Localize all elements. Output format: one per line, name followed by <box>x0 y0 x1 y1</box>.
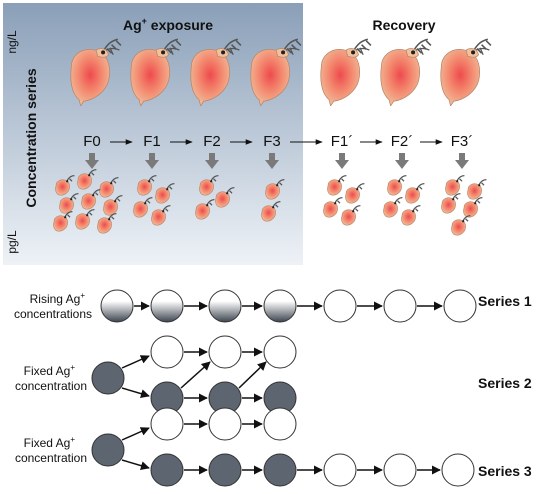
series3-arrow <box>121 427 150 441</box>
offspring-arrow <box>335 153 349 169</box>
series3-row-label-line2: concentration <box>15 451 87 465</box>
y-bottom-unit: pg/L <box>5 230 19 254</box>
series1-node-F1 <box>150 289 184 323</box>
series3-node-F1-top <box>150 407 184 441</box>
offspring-arrows <box>85 153 469 169</box>
series3-nodes <box>91 407 475 487</box>
series2-arrow <box>121 387 150 399</box>
series3-node-F1r <box>323 453 357 487</box>
offspring-daphnia <box>444 174 466 196</box>
offspring-daphnia <box>344 182 366 204</box>
generation-label: F0 <box>83 133 101 150</box>
series3-row-label-line1: Fixed Ag+ <box>24 435 76 450</box>
series2-node-F0 <box>91 361 125 395</box>
series1-label: Series 1 <box>478 293 532 309</box>
offspring-daphnia <box>322 196 344 218</box>
offspring-daphnia <box>326 174 348 196</box>
series1-nodes <box>100 289 477 323</box>
series2-node-F2-top <box>208 335 242 369</box>
offspring-daphnia <box>466 178 488 200</box>
series1-node-F2 <box>208 289 242 323</box>
adult-daphnia <box>379 38 432 106</box>
series3-node-F3r <box>441 453 475 487</box>
offspring-daphnia <box>450 214 472 236</box>
offspring-daphnia <box>386 174 408 196</box>
series2-row-label-line1: Fixed Ag+ <box>24 363 76 378</box>
exposure-title: Ag+ exposure <box>123 16 213 33</box>
series3-node-F0 <box>91 433 125 467</box>
adult-daphnia <box>319 38 372 106</box>
offspring-daphnia <box>404 182 426 204</box>
offspring-arrow <box>145 153 159 169</box>
series1-node-F1r <box>323 289 357 323</box>
series2-arrow <box>180 361 211 389</box>
series2-arrow <box>238 361 267 389</box>
y-top-unit: ng/L <box>5 30 19 54</box>
offspring-arrow <box>265 153 279 169</box>
series2-node-F3-top <box>263 335 297 369</box>
series3-node-F2r <box>383 453 417 487</box>
generation-label: F2 <box>203 133 221 150</box>
offspring-daphnia <box>382 196 404 218</box>
offspring-daphnia <box>440 192 462 214</box>
offspring-arrow <box>85 153 99 169</box>
series2-node-F1-top <box>150 335 184 369</box>
adult-daphnia <box>439 38 492 106</box>
y-axis-label: Concentration series <box>23 68 39 207</box>
series1-node-F0 <box>100 289 134 323</box>
series1-node-F2r <box>383 289 417 323</box>
series3-node-F3-top <box>263 407 297 441</box>
generation-label: F3 <box>263 133 281 150</box>
offspring-daphnia <box>340 204 362 226</box>
series3-arrow <box>121 459 150 471</box>
series3-label: Series 3 <box>478 463 532 479</box>
offspring-daphnia <box>462 196 484 218</box>
generation-label: F1´ <box>331 133 354 150</box>
series3-node-F2-top <box>208 407 242 441</box>
series3-node-F1-bottom <box>150 453 184 487</box>
offspring-arrow <box>395 153 409 169</box>
series2-arrow <box>121 355 150 369</box>
series2-nodes <box>91 335 297 415</box>
series1-node-F3 <box>263 289 297 323</box>
generation-label: F3´ <box>451 133 474 150</box>
series2-row-label-line2: concentration <box>15 379 87 393</box>
series2-label: Series 2 <box>478 375 532 391</box>
offspring-arrow <box>455 153 469 169</box>
series3-node-F3-bottom <box>263 453 297 487</box>
series3-node-F2-bottom <box>208 453 242 487</box>
recovery-title: Recovery <box>372 17 435 33</box>
generation-label: F2´ <box>391 133 414 150</box>
series1-node-F3r <box>443 289 477 323</box>
generation-labels: F0 F1 F2 F3 F1´ F2´ F3´ <box>83 133 473 150</box>
generation-label: F1 <box>143 133 161 150</box>
offspring-daphnia <box>400 204 422 226</box>
series1-row-label-line1: Rising Ag+ <box>30 291 86 306</box>
series1-row-label-line2: concentrations <box>14 307 92 321</box>
offspring-arrow <box>205 153 219 169</box>
